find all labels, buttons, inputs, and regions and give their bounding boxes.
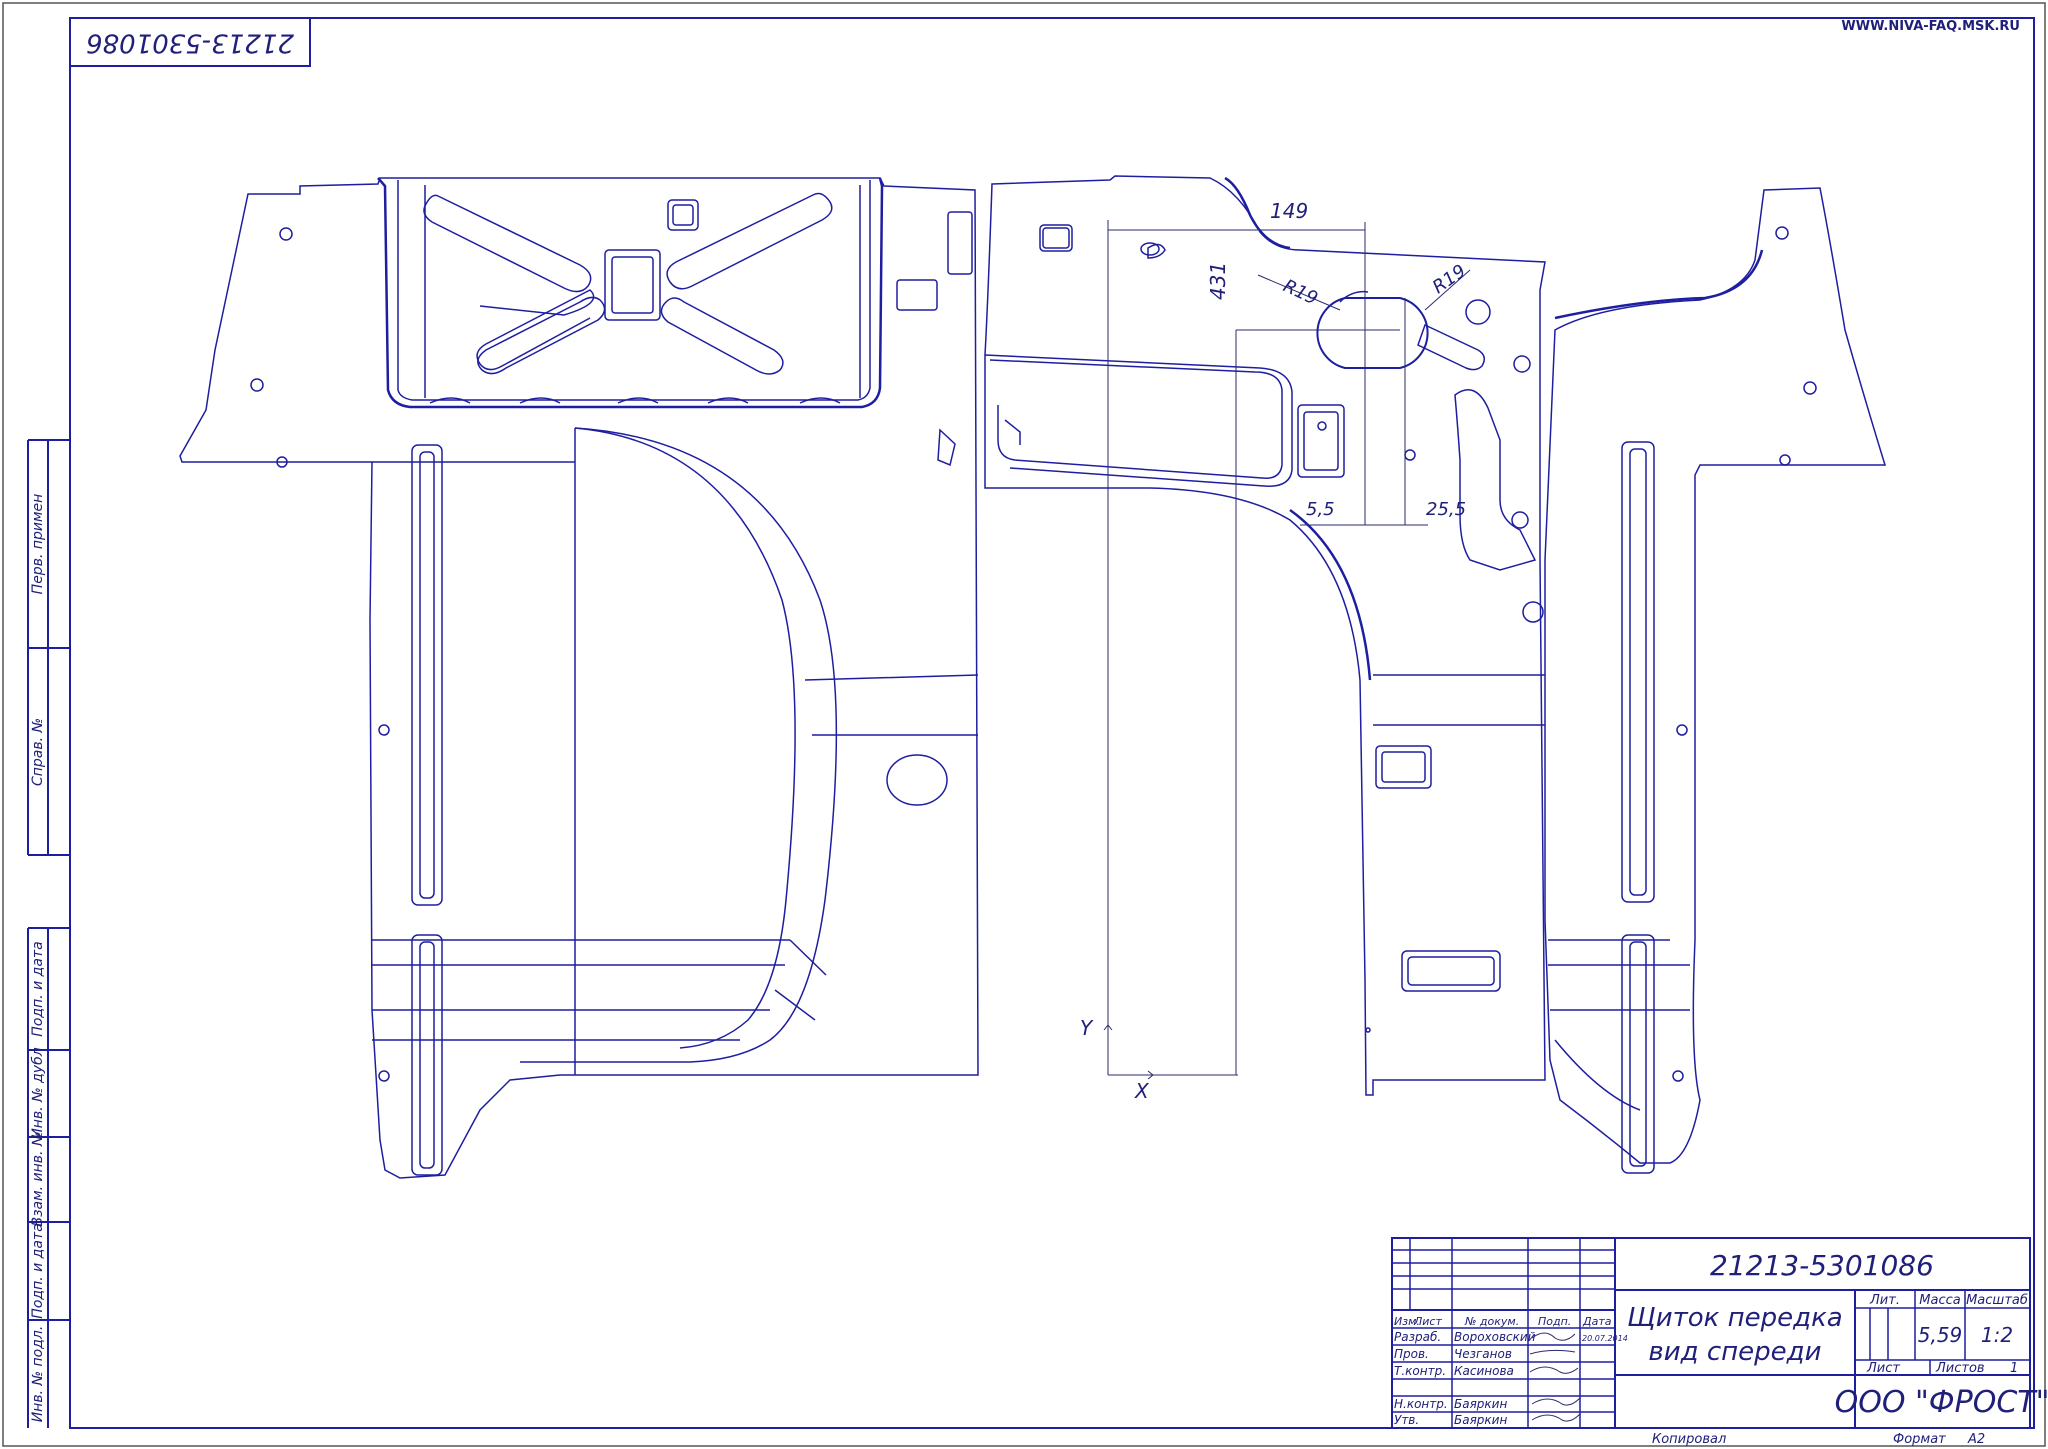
axis-y-label: Y [1080, 1016, 1094, 1040]
tb-date: 20.07.2014 [1582, 1334, 1628, 1343]
tb-label-nkontr: Н.контр. [1394, 1397, 1448, 1411]
side-label-podp-data-1: Подп. и дата [30, 941, 46, 1036]
dim-r19-left: R19 [1280, 275, 1321, 309]
tb-header-data: Дата [1582, 1315, 1612, 1328]
tb-label-utv: Утв. [1394, 1413, 1419, 1427]
tb-designation: 21213-5301086 [1710, 1249, 1934, 1282]
tb-header-podp: Подп. [1538, 1315, 1571, 1328]
side-column [27, 439, 70, 1428]
tb-scale-label: Масштаб [1966, 1293, 2028, 1308]
tb-name-utv: Баяркин [1454, 1413, 1507, 1427]
tb-name-prov: Чезганов [1454, 1347, 1512, 1361]
middle-panel-drawing [984, 175, 1546, 1096]
tb-name-razrab: Вороховский [1454, 1330, 1536, 1344]
tb-mass-label: Масса [1919, 1293, 1960, 1308]
site-url: WWW.NIVA-FAQ.MSK.RU [1841, 19, 2020, 34]
inner-frame [69, 17, 2035, 1429]
tb-name-tkontr: Касинова [1454, 1364, 1514, 1378]
side-label-sprav: Справ. № [30, 718, 46, 786]
side-label-inv-podl: Инв. № подл. [30, 1326, 46, 1423]
tb-copied-label: Копировал [1652, 1432, 1726, 1447]
side-label-inv-dubl: Инв. № дубл [30, 1047, 46, 1138]
tb-sheets-value: 1 [2010, 1361, 2018, 1376]
tb-scale-value: 1:2 [1981, 1323, 2013, 1347]
tb-sheet-label: Лист [1866, 1361, 1900, 1376]
dim-149: 149 [1270, 199, 1308, 223]
corner-code-box [69, 17, 311, 67]
tb-header-doc: № докум. [1464, 1315, 1519, 1328]
tb-label-tkontr: Т.контр. [1394, 1364, 1446, 1378]
left-panel-drawing [179, 177, 979, 1179]
side-label-vzam-inv: Взам. инв. № [30, 1131, 46, 1226]
tb-sheets-label: Листов [1935, 1361, 1985, 1376]
tb-mass-value: 5,59 [1918, 1323, 1963, 1347]
signatures [1529, 1332, 1581, 1422]
tb-format-label: Формат [1893, 1432, 1946, 1447]
tb-header-izm: Изм. [1394, 1315, 1420, 1328]
axis-x-label: X [1134, 1079, 1150, 1103]
side-label-perv-primen: Перв. примен [30, 494, 46, 595]
tb-lit-label: Лит. [1869, 1293, 1900, 1308]
tb-name-line2: вид спереди [1648, 1337, 1821, 1367]
side-label-podp-data-2: Подп. и дата [30, 1223, 46, 1318]
dim-r19-right: R19 [1429, 261, 1470, 299]
tb-label-razrab: Разраб. [1394, 1330, 1441, 1344]
tb-format-value: A2 [1967, 1432, 1985, 1447]
right-panel-drawing [1544, 187, 1887, 1174]
dim-431: 431 [1206, 262, 1230, 300]
corner-code: 21213-5301086 [86, 28, 294, 58]
tb-name-nkontr: Баяркин [1454, 1397, 1507, 1411]
dimension-lines [1103, 220, 1471, 1080]
tb-label-prov: Пров. [1394, 1347, 1429, 1361]
tb-header-list: Лист [1413, 1315, 1442, 1328]
tb-name-line1: Щиток передка [1627, 1303, 1842, 1333]
tb-company: ООО "ФРОСТ" [1835, 1385, 2048, 1420]
title-block [1391, 1237, 2031, 1429]
dim-5-5: 5,5 [1306, 499, 1335, 520]
dim-25-5: 25,5 [1426, 499, 1466, 520]
